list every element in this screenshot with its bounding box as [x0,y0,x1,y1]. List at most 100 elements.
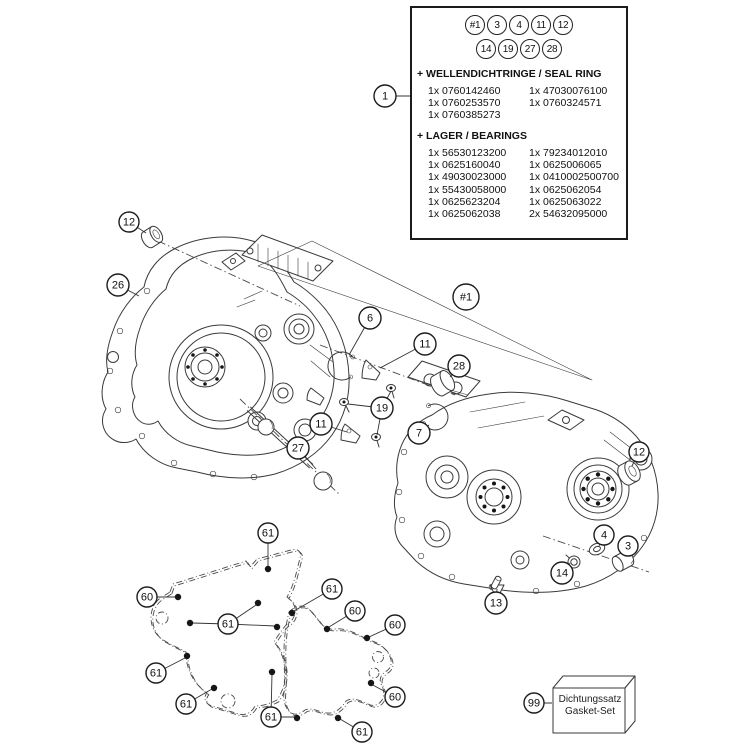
gasket-bolt-dot [288,609,296,617]
guide-clip-upper [361,359,381,381]
callout-7[interactable]: 7 [407,421,431,445]
outer-cover-gasket [283,605,394,717]
callout-61[interactable]: 61 [257,522,279,544]
callout-11[interactable]: 11 [413,332,437,356]
part-number [529,109,626,121]
ref-badge-12[interactable]: 12 [553,15,573,35]
pin-13 [490,575,502,590]
callout-61[interactable]: 61 [145,662,167,684]
gasket-set-label-de: Dichtungssatz [558,694,622,705]
callout-assembly-1[interactable]: #1 [452,283,480,311]
callout-19[interactable]: 19 [370,396,394,420]
dowel-shaft-27 [246,406,333,491]
clutch-cover-gasket [150,549,303,717]
callout-60[interactable]: 60 [344,600,366,622]
part-number: 2x 54632095000 [529,207,608,220]
callout-60[interactable]: 60 [384,614,406,636]
callout-60[interactable]: 60 [384,686,406,708]
gasket-bolt-dot [293,714,301,722]
svg-text:12: 12 [123,217,135,229]
ref-badge-11[interactable]: 11 [531,15,551,35]
washer-4 [588,542,606,556]
gasket-set-label-en: Gasket-Set [564,706,616,717]
callout-14[interactable]: 14 [550,561,574,585]
callout-badges: 1 12 26 #1 6 11 28 19 11 7 27 12 43 14 13 99 61 60 61 60 60 6… [106,84,650,743]
part-number: 1x 0760142460 [428,85,501,97]
callout-3[interactable]: 3 [617,535,639,557]
ref-badge-assembly-1[interactable]: #1 [465,15,485,35]
guide-clip-middle [306,387,325,406]
ref-badge-28[interactable]: 28 [542,39,562,59]
callout-61[interactable]: 61 [175,693,197,715]
callout-12[interactable]: 12 [628,441,650,463]
part-number: 1x 79234012010 [529,147,608,160]
callout-26[interactable]: 26 [106,273,130,297]
gasket-bolt-dot [334,714,342,722]
svg-text:14: 14 [556,568,568,580]
part-number: 1x 0625062054 [529,183,602,196]
callout-12[interactable]: 12 [118,211,140,233]
ref-badge-3[interactable]: 3 [487,15,507,35]
callout-61[interactable]: 61 [351,721,373,743]
svg-text:60: 60 [349,606,361,618]
callout-99[interactable]: 99 [523,692,545,714]
svg-text:60: 60 [389,620,401,632]
screws-19 [339,384,396,448]
svg-text:11: 11 [315,419,326,431]
callout-1[interactable]: 1 [373,84,397,108]
gasket-bolt-dots [174,565,375,722]
svg-text:60: 60 [389,692,401,704]
part-number: 1x 56530123200 [428,147,507,160]
bearings-header: + LAGER / BEARINGS [417,130,527,143]
callout-61[interactable]: 61 [321,578,343,600]
seal-plug-12-left [140,225,164,249]
gasket-bolt-dot [183,652,191,660]
seal-ring-list: 1x 0760142460 1x 47030076100 1x 07602535… [428,85,626,121]
crank-bearing-balls [186,348,224,386]
gasket-bolt-dot [273,623,281,631]
callout-11[interactable]: 11 [309,412,333,436]
callout-61[interactable]: 61 [217,613,239,635]
part-number: 1x 0625006065 [529,159,602,172]
gasket-bolt-dot [254,599,262,607]
part-number: 1x 0625623204 [428,195,501,208]
ref-badge-14[interactable]: 14 [476,39,496,59]
part-number: 1x 0625063022 [529,195,602,208]
ref-badges-row-1: #1 3 4 11 12 [412,15,626,35]
gasket-bolt-dot [268,668,276,676]
svg-text:99: 99 [528,698,540,710]
ref-badge-4[interactable]: 4 [509,15,529,35]
callout-13[interactable]: 13 [484,591,508,615]
bearings-list: 1x 56530123200 1x 79234012010 1x 0625160… [428,147,626,220]
svg-text:26: 26 [112,280,124,292]
svg-text:28: 28 [453,361,465,373]
callout-28[interactable]: 28 [447,354,471,378]
ref-badge-19[interactable]: 19 [498,39,518,59]
svg-text:11: 11 [419,339,430,351]
svg-text:61: 61 [262,528,274,540]
circlip-6 [327,351,356,381]
svg-text:27: 27 [292,443,304,455]
seal-ring-header: + WELLENDICHTRINGE / SEAL RING [417,68,602,80]
svg-text:12: 12 [633,447,645,459]
callout-6[interactable]: 6 [358,306,382,330]
left-crankcase-half [101,234,350,481]
svg-text:60: 60 [141,592,153,604]
ref-badge-27[interactable]: 27 [520,39,540,59]
svg-text:61: 61 [356,727,368,739]
gasket-set-label: Dichtungssatz Gasket-Set [551,694,629,718]
callout-61[interactable]: 61 [260,706,282,728]
part-number: 1x 0760324571 [529,97,602,110]
callout-60[interactable]: 60 [136,586,158,608]
svg-text:19: 19 [376,403,388,415]
gasket-bolt-dot [264,565,272,573]
collar-bolt-14 [565,554,581,569]
callout-4[interactable]: 4 [593,524,615,546]
gasket-bolt-dot [363,634,371,642]
svg-text:13: 13 [490,598,502,610]
callout-27[interactable]: 27 [286,436,310,460]
svg-text:61: 61 [150,668,162,680]
main-bearing-balls [581,472,615,506]
gasket-bolt-dot [174,593,182,601]
